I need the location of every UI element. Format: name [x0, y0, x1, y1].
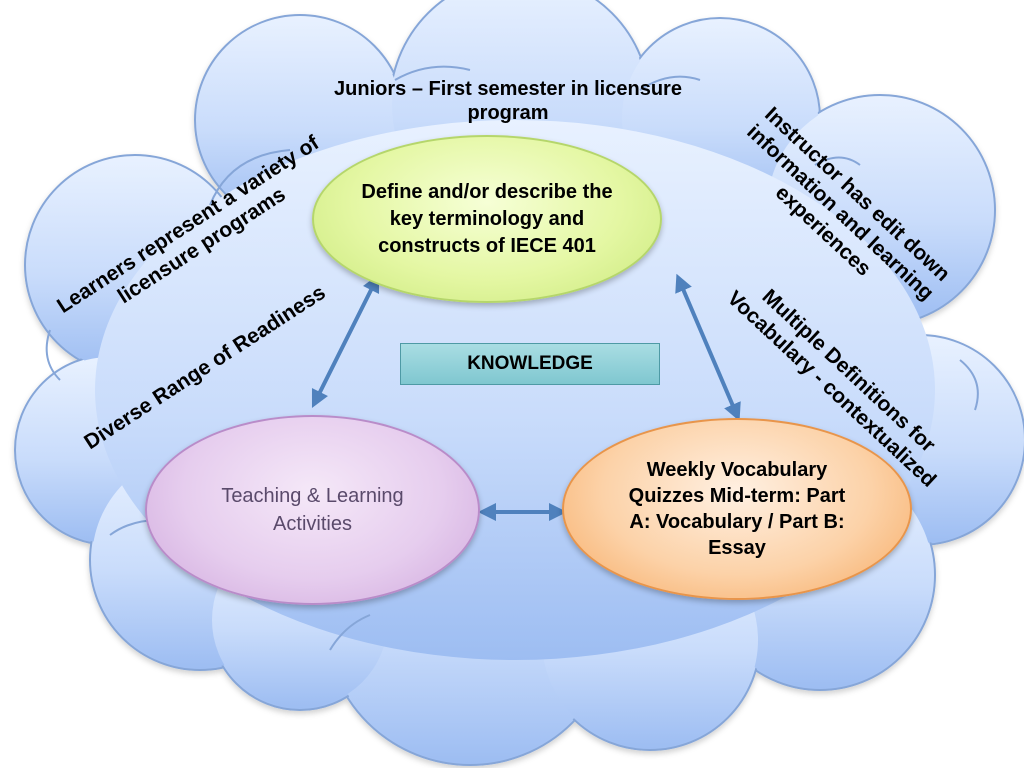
right-node-label: Weekly Vocabulary Quizzes Mid-term: Part…	[628, 459, 846, 559]
left-node: Teaching & Learning Activities	[145, 415, 480, 605]
right-node: Weekly Vocabulary Quizzes Mid-term: Part…	[562, 418, 912, 600]
knowledge-box: KNOWLEDGE	[400, 343, 660, 385]
arrow-top-right	[675, 273, 741, 422]
cloud-inner-arcs	[45, 65, 979, 651]
knowledge-label: KNOWLEDGE	[467, 353, 593, 374]
arrow-top-left	[311, 273, 380, 409]
top-node: Define and/or describe the key terminolo…	[312, 135, 662, 303]
top-caption: Juniors – First semester in licensure pr…	[334, 78, 682, 125]
left-node-label: Teaching & Learning Activities	[221, 485, 404, 535]
top-node-label: Define and/or describe the key terminolo…	[361, 180, 613, 257]
